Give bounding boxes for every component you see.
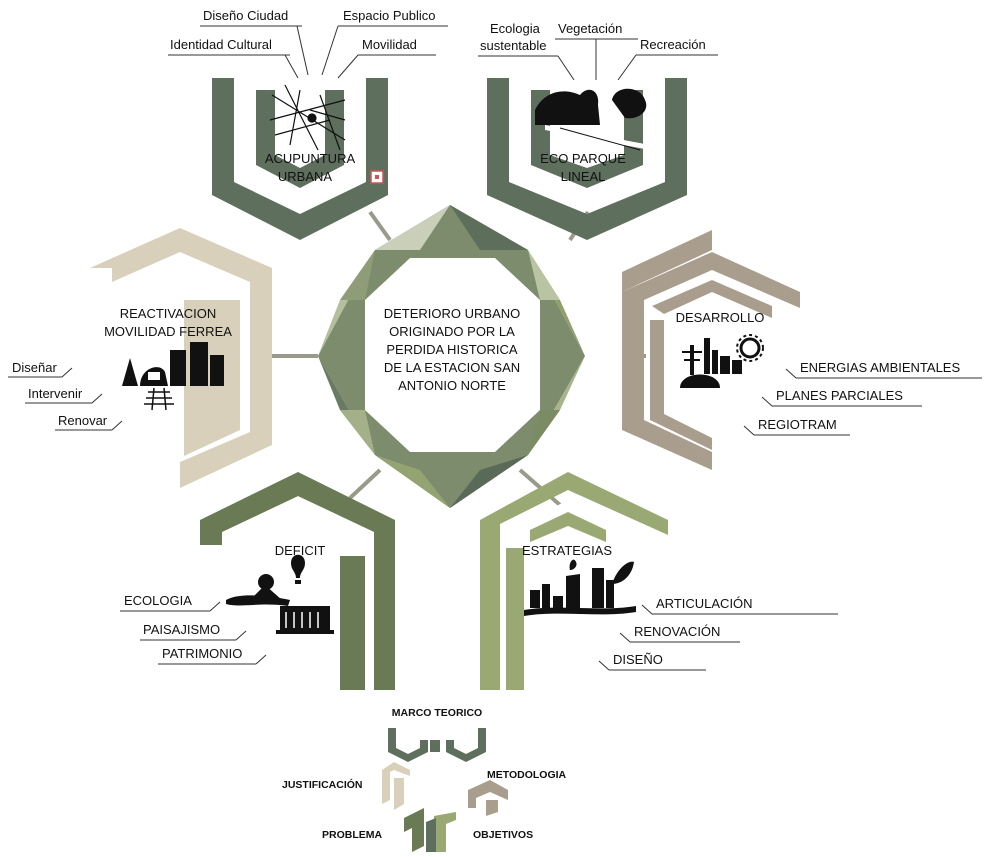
deficit-title: DEFICIT xyxy=(275,543,326,558)
deficit-labels: ECOLOGIA PAISAJISMO PATRIMONIO xyxy=(120,593,267,665)
city-map-icon xyxy=(269,84,346,151)
label-recreacion: Recreación xyxy=(640,37,706,52)
center-text: DETERIORO URBANO ORIGINADO POR LA PERDID… xyxy=(384,306,521,393)
module-acupuntura: ACUPUNTURA URBANA Diseño Ciudad Espacio … xyxy=(168,8,448,240)
label-patrimonio: PATRIMONIO xyxy=(162,646,242,661)
module-desarrollo: DESARROLLO ENERGIAS AMBIENTALES PLANES P… xyxy=(622,230,982,470)
label-ecologia: Ecologia xyxy=(490,21,541,36)
center-hexagon xyxy=(318,205,585,508)
mini-label-problema: PROBLEMA xyxy=(322,829,383,841)
eco-title-1: ECO PARQUE xyxy=(540,151,626,166)
industry-gear-icon xyxy=(680,334,764,388)
reactivacion-title-1: REACTIVACION xyxy=(120,306,217,321)
label-disenar: Diseñar xyxy=(12,360,57,375)
reactivacion-title-2: MOVILIDAD FERREA xyxy=(104,324,232,339)
label-paisajismo: PAISAJISMO xyxy=(143,622,220,637)
acupuntura-title-1: ACUPUNTURA xyxy=(265,151,356,166)
center-line-5: ANTONIO NORTE xyxy=(398,378,506,393)
label-movilidad: Movilidad xyxy=(362,37,417,52)
label-intervenir: Intervenir xyxy=(28,386,83,401)
label-sustentable: sustentable xyxy=(480,38,547,53)
mini-label-justificacion: JUSTIFICACIÓN xyxy=(282,778,363,791)
mini-label-marco-teorico: MARCO TEORICO xyxy=(392,707,482,719)
desarrollo-labels: ENERGIAS AMBIENTALES PLANES PARCIALES RE… xyxy=(743,360,982,436)
label-identidad-cultural: Identidad Cultural xyxy=(170,37,272,52)
eco-title-2: LINEAL xyxy=(561,169,606,184)
reactivacion-labels: Diseñar Intervenir Renovar xyxy=(8,360,123,431)
desarrollo-title: DESARROLLO xyxy=(676,310,765,325)
center-line-4: DE LA ESTACION SAN xyxy=(384,360,520,375)
acupuntura-labels: Diseño Ciudad Espacio Publico Identidad … xyxy=(168,8,448,79)
label-diseno: DISEÑO xyxy=(613,652,663,667)
label-renovar: Renovar xyxy=(58,413,108,428)
center-line-3: PERDIDA HISTORICA xyxy=(386,342,518,357)
heritage-icon xyxy=(226,554,334,634)
label-renovacion: RENOVACIÓN xyxy=(634,624,720,639)
acupuntura-title-2: URBANA xyxy=(278,169,333,184)
label-espacio-publico: Espacio Publico xyxy=(343,8,436,23)
module-deficit: DEFICIT ECOLOGIA PAISAJISMO PATRIMONIO xyxy=(120,472,395,690)
label-regiotram: REGIOTRAM xyxy=(758,417,837,432)
label-vegetacion: Vegetación xyxy=(558,21,622,36)
label-energias-ambientales: ENERGIAS AMBIENTALES xyxy=(800,360,960,375)
module-eco-parque: ECO PARQUE LINEAL Ecologia sustentable V… xyxy=(478,21,718,240)
mini-label-objetivos: OBJETIVOS xyxy=(473,829,533,841)
skyline-leaf-icon xyxy=(524,559,636,616)
mini-diagram: MARCO TEORICO JUSTIFICACIÓN METODOLOGIA … xyxy=(282,707,567,852)
module-estrategias: ESTRATEGIAS ARTICULACIÓN RENOVACIÓN DISE… xyxy=(480,472,838,690)
mini-label-metodologia: METODOLOGIA xyxy=(487,769,567,781)
eco-labels: Ecologia sustentable Vegetación Recreaci… xyxy=(478,21,718,81)
label-diseno-ciudad: Diseño Ciudad xyxy=(203,8,288,23)
center-line-1: DETERIORO URBANO xyxy=(384,306,521,321)
label-planes-parciales: PLANES PARCIALES xyxy=(776,388,903,403)
estrategias-title: ESTRATEGIAS xyxy=(522,543,612,558)
center-line-2: ORIGINADO POR LA xyxy=(389,324,515,339)
label-articulacion: ARTICULACIÓN xyxy=(656,596,753,611)
module-reactivacion: REACTIVACION MOVILIDAD FERREA Diseñar In… xyxy=(8,228,272,488)
park-landscape-icon xyxy=(535,88,650,151)
label-ecologia-deficit: ECOLOGIA xyxy=(124,593,192,608)
estrategias-labels: ARTICULACIÓN RENOVACIÓN DISEÑO xyxy=(598,596,838,671)
train-city-icon xyxy=(122,342,224,411)
